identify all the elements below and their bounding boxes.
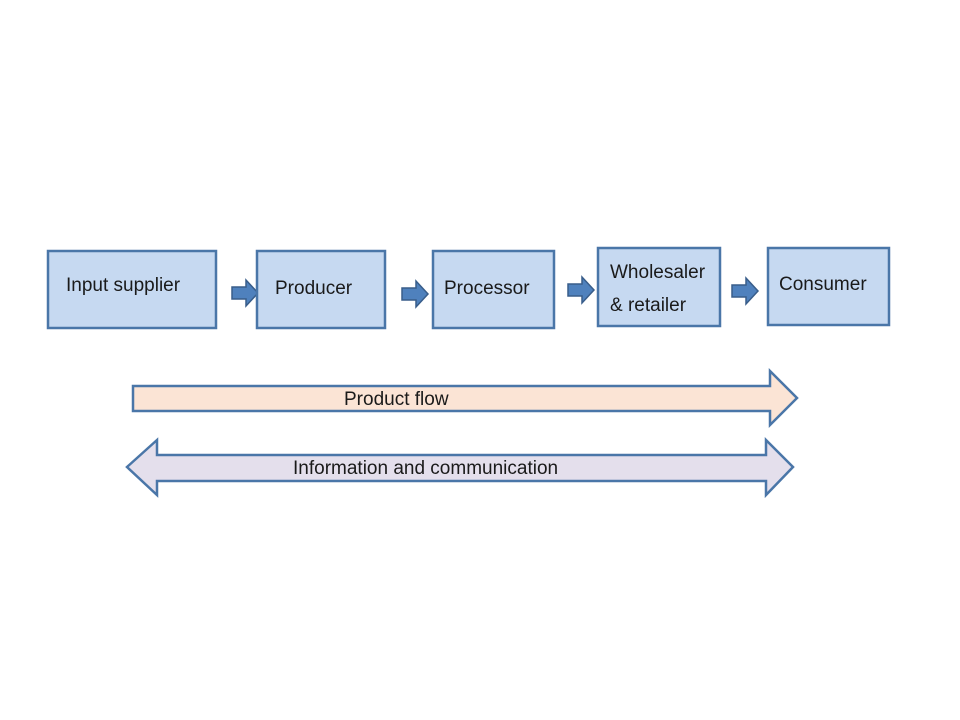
node-wholesaler-retailer: Wholesaler & retailer bbox=[596, 246, 722, 328]
link-arrow-1 bbox=[231, 278, 260, 308]
node-input-supplier-label: Input supplier bbox=[66, 275, 181, 296]
information-flow-label: Information and communication bbox=[293, 458, 558, 479]
link-arrow-4 bbox=[731, 276, 760, 306]
node-input-supplier: Input supplier bbox=[46, 249, 218, 330]
node-producer-box bbox=[255, 249, 387, 330]
node-wholesaler-retailer-label-line1: Wholesaler bbox=[610, 262, 706, 283]
node-consumer: Consumer bbox=[766, 246, 891, 327]
product-flow-arrow bbox=[131, 367, 799, 429]
node-wholesaler-retailer-label-line2: & retailer bbox=[610, 295, 687, 316]
link-arrow-3 bbox=[567, 275, 596, 305]
node-input-supplier-box bbox=[46, 249, 218, 330]
node-consumer-label: Consumer bbox=[779, 274, 867, 295]
information-flow: Information and communication bbox=[125, 436, 795, 499]
node-processor-label: Processor bbox=[444, 278, 530, 299]
node-wholesaler-retailer-box bbox=[596, 246, 722, 328]
node-processor-box bbox=[431, 249, 556, 330]
node-consumer-box bbox=[766, 246, 891, 327]
product-flow: Product flow bbox=[131, 367, 799, 429]
node-processor: Processor bbox=[431, 249, 556, 330]
information-flow-arrow bbox=[125, 436, 795, 499]
node-producer: Producer bbox=[255, 249, 387, 330]
product-flow-label: Product flow bbox=[344, 389, 449, 410]
node-producer-label: Producer bbox=[275, 278, 353, 299]
link-arrow-2 bbox=[401, 279, 430, 309]
